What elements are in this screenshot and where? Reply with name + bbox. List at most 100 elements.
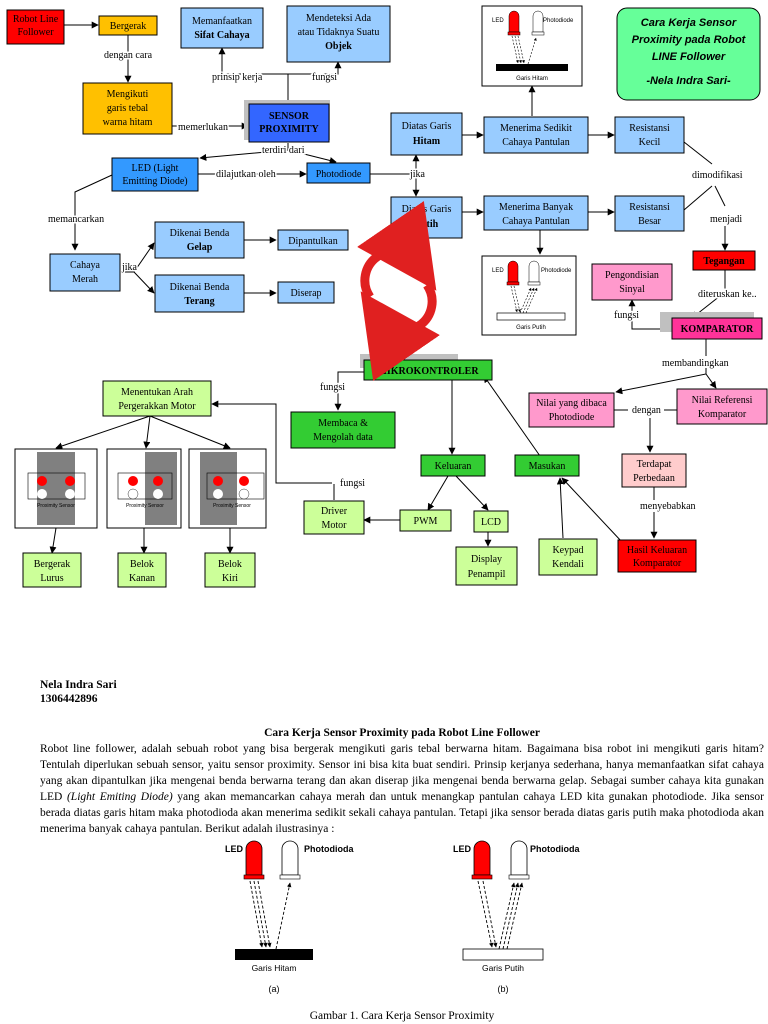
photodiode-icon (508, 840, 530, 880)
figure-b-garis-putih: LED Photodioda Garis Putih (b) (453, 840, 580, 994)
svg-text:Follower: Follower (17, 27, 54, 38)
svg-text:Keluaran: Keluaran (435, 461, 472, 472)
svg-text:Menerima Banyak: Menerima Banyak (499, 202, 573, 213)
svg-text:-Nela Indra Sari-: -Nela Indra Sari- (646, 75, 731, 87)
label-memerlukan: memerlukan (178, 122, 228, 133)
black-line-strip (496, 64, 568, 71)
svg-text:warna hitam: warna hitam (103, 117, 153, 128)
svg-text:Mengikuti: Mengikuti (107, 89, 149, 100)
document-title: Cara Kerja Sensor Proximity pada Robot L… (264, 727, 540, 739)
node-display: Display Penampil (455, 546, 518, 586)
svg-text:Pergerakkan Motor: Pergerakkan Motor (118, 401, 196, 412)
svg-text:Dikenai Benda: Dikenai Benda (170, 228, 230, 239)
svg-text:Garis Hitam: Garis Hitam (516, 76, 548, 82)
edge-kecil-dimodifikasi (683, 141, 713, 165)
author-name: Nela Indra Sari (40, 679, 117, 691)
svg-text:Perbedaan: Perbedaan (633, 473, 675, 484)
node-lcd: LCD (473, 510, 509, 533)
label-jika-left: jika (121, 262, 138, 273)
svg-text:Resistansi: Resistansi (629, 202, 670, 213)
white-line-strip (496, 312, 566, 321)
svg-text:Cahaya Pantulan: Cahaya Pantulan (502, 216, 569, 227)
edge-hasil-masukan (561, 477, 623, 543)
node-mendeteksi: Mendeteksi Ada atau Tidaknya Suatu Objek (286, 5, 391, 63)
edge-menentukan-sensor2 (143, 415, 151, 449)
label-membandingkan: membandingkan (662, 358, 729, 369)
svg-text:Terang: Terang (184, 296, 214, 307)
svg-text:Photodiode: Photodiode (541, 268, 572, 274)
svg-text:Belok: Belok (130, 559, 154, 570)
svg-text:LED: LED (225, 844, 244, 854)
author-block: Nela Indra Sari 1306442896 (40, 678, 764, 706)
svg-text:Proximity pada Robot: Proximity pada Robot (632, 34, 747, 46)
svg-text:Memanfaatkan: Memanfaatkan (192, 16, 252, 27)
svg-text:Menerima Sedikit: Menerima Sedikit (500, 123, 572, 134)
svg-text:Diserap: Diserap (290, 288, 321, 299)
node-diatas-putih: Diatas Garis Putih (390, 196, 463, 239)
node-tegangan: Tegangan (692, 250, 756, 271)
svg-text:Keypad: Keypad (552, 545, 583, 556)
svg-text:Proximity Sensor: Proximity Sensor (213, 503, 251, 509)
svg-text:Photodioda: Photodioda (530, 844, 580, 854)
label-memancarkan: memancarkan (48, 214, 104, 225)
led-icon (243, 840, 265, 880)
svg-text:Putih: Putih (415, 219, 439, 230)
node-sensor-proximity: SENSOR PROXIMITY (244, 100, 330, 143)
svg-text:Motor: Motor (322, 520, 348, 531)
edge-membandingkan-nilai (615, 368, 707, 395)
svg-text:Penampil: Penampil (468, 569, 506, 580)
svg-text:Cara Kerja Sensor: Cara Kerja Sensor (641, 17, 737, 29)
svg-text:SENSOR: SENSOR (269, 111, 310, 122)
node-keluaran: Keluaran (420, 454, 486, 477)
edge-dimodifikasi-menjadi (714, 185, 726, 207)
label-menjadi: menjadi (710, 214, 742, 225)
photodiode-icon (527, 260, 541, 286)
label-dengan: dengan (632, 405, 661, 416)
edge-keluaran-lcd (455, 475, 489, 511)
figure-a-garis-hitam: LED Photodioda Garis Hitam (a) (225, 840, 354, 994)
node-bergerak: Bergerak (98, 15, 158, 36)
svg-text:Proximity Sensor: Proximity Sensor (37, 503, 75, 509)
edge-cahaya-terang (133, 271, 155, 294)
body-text-2: yang akan memancarkan cahaya merah dan u… (40, 791, 764, 835)
svg-text:Diatas Garis: Diatas Garis (402, 204, 452, 215)
svg-text:Hasil Keluaran: Hasil Keluaran (627, 545, 687, 556)
svg-text:Kiri: Kiri (222, 573, 238, 584)
edge-menentukan-sensor3 (149, 415, 231, 449)
svg-text:Dikenai Benda: Dikenai Benda (170, 282, 230, 293)
svg-text:Kanan: Kanan (129, 573, 155, 584)
svg-text:Sinyal: Sinyal (619, 284, 645, 295)
mini-figure-garis-hitam: LED Photodiode Garis Hitam (481, 5, 583, 87)
node-menentukan: Menentukan Arah Pergerakkan Motor (102, 380, 212, 417)
label-dengan-cara: dengan cara (104, 50, 153, 61)
svg-text:Sifat Cahaya: Sifat Cahaya (194, 30, 249, 41)
node-diatas-hitam: Diatas Garis Hitam (390, 112, 463, 156)
node-resistansi-kecil: Resistansi Kecil (614, 116, 685, 154)
figure-black-line (235, 949, 313, 960)
svg-text:Driver: Driver (321, 506, 348, 517)
svg-text:(b): (b) (498, 984, 509, 994)
edge-besar-dimodifikasi (683, 185, 713, 211)
svg-text:LINE Follower: LINE Follower (652, 51, 726, 63)
node-memanfaatkan: Memanfaatkan Sifat Cahaya (180, 7, 264, 49)
svg-text:Menentukan Arah: Menentukan Arah (121, 387, 193, 398)
edge-membandingkan-ref (705, 373, 717, 389)
svg-text:Pengondisian: Pengondisian (605, 270, 659, 281)
svg-text:Resistansi: Resistansi (629, 123, 670, 134)
node-dipantulkan: Dipantulkan (277, 229, 349, 251)
led-icon (507, 10, 521, 36)
svg-text:Mengolah data: Mengolah data (313, 432, 373, 443)
edge-komparator-pengondisian (628, 299, 672, 330)
svg-text:Nilai yang dibaca: Nilai yang dibaca (536, 398, 607, 409)
mini-figure-garis-putih: LED Photodiode Garis Putih (481, 255, 577, 336)
photodiode-icon (531, 10, 545, 36)
svg-text:atau Tidaknya Suatu: atau Tidaknya Suatu (298, 27, 380, 38)
node-menerima-banyak: Menerima Banyak Cahaya Pantulan (483, 195, 589, 231)
edge-tegangan-komparator (691, 270, 726, 319)
node-bergerak-lurus: Bergerak Lurus (22, 552, 82, 588)
node-nilai-dibaca: Nilai yang dibaca Photodiode (528, 392, 615, 428)
svg-text:Terdapat: Terdapat (637, 459, 672, 470)
svg-text:Besar: Besar (638, 216, 661, 227)
document-body: Robot line follower, adalah sebuah robot… (40, 741, 764, 837)
concept-map-diagram: dengan cara memerlukan prinsip kerja fun… (6, 5, 768, 588)
